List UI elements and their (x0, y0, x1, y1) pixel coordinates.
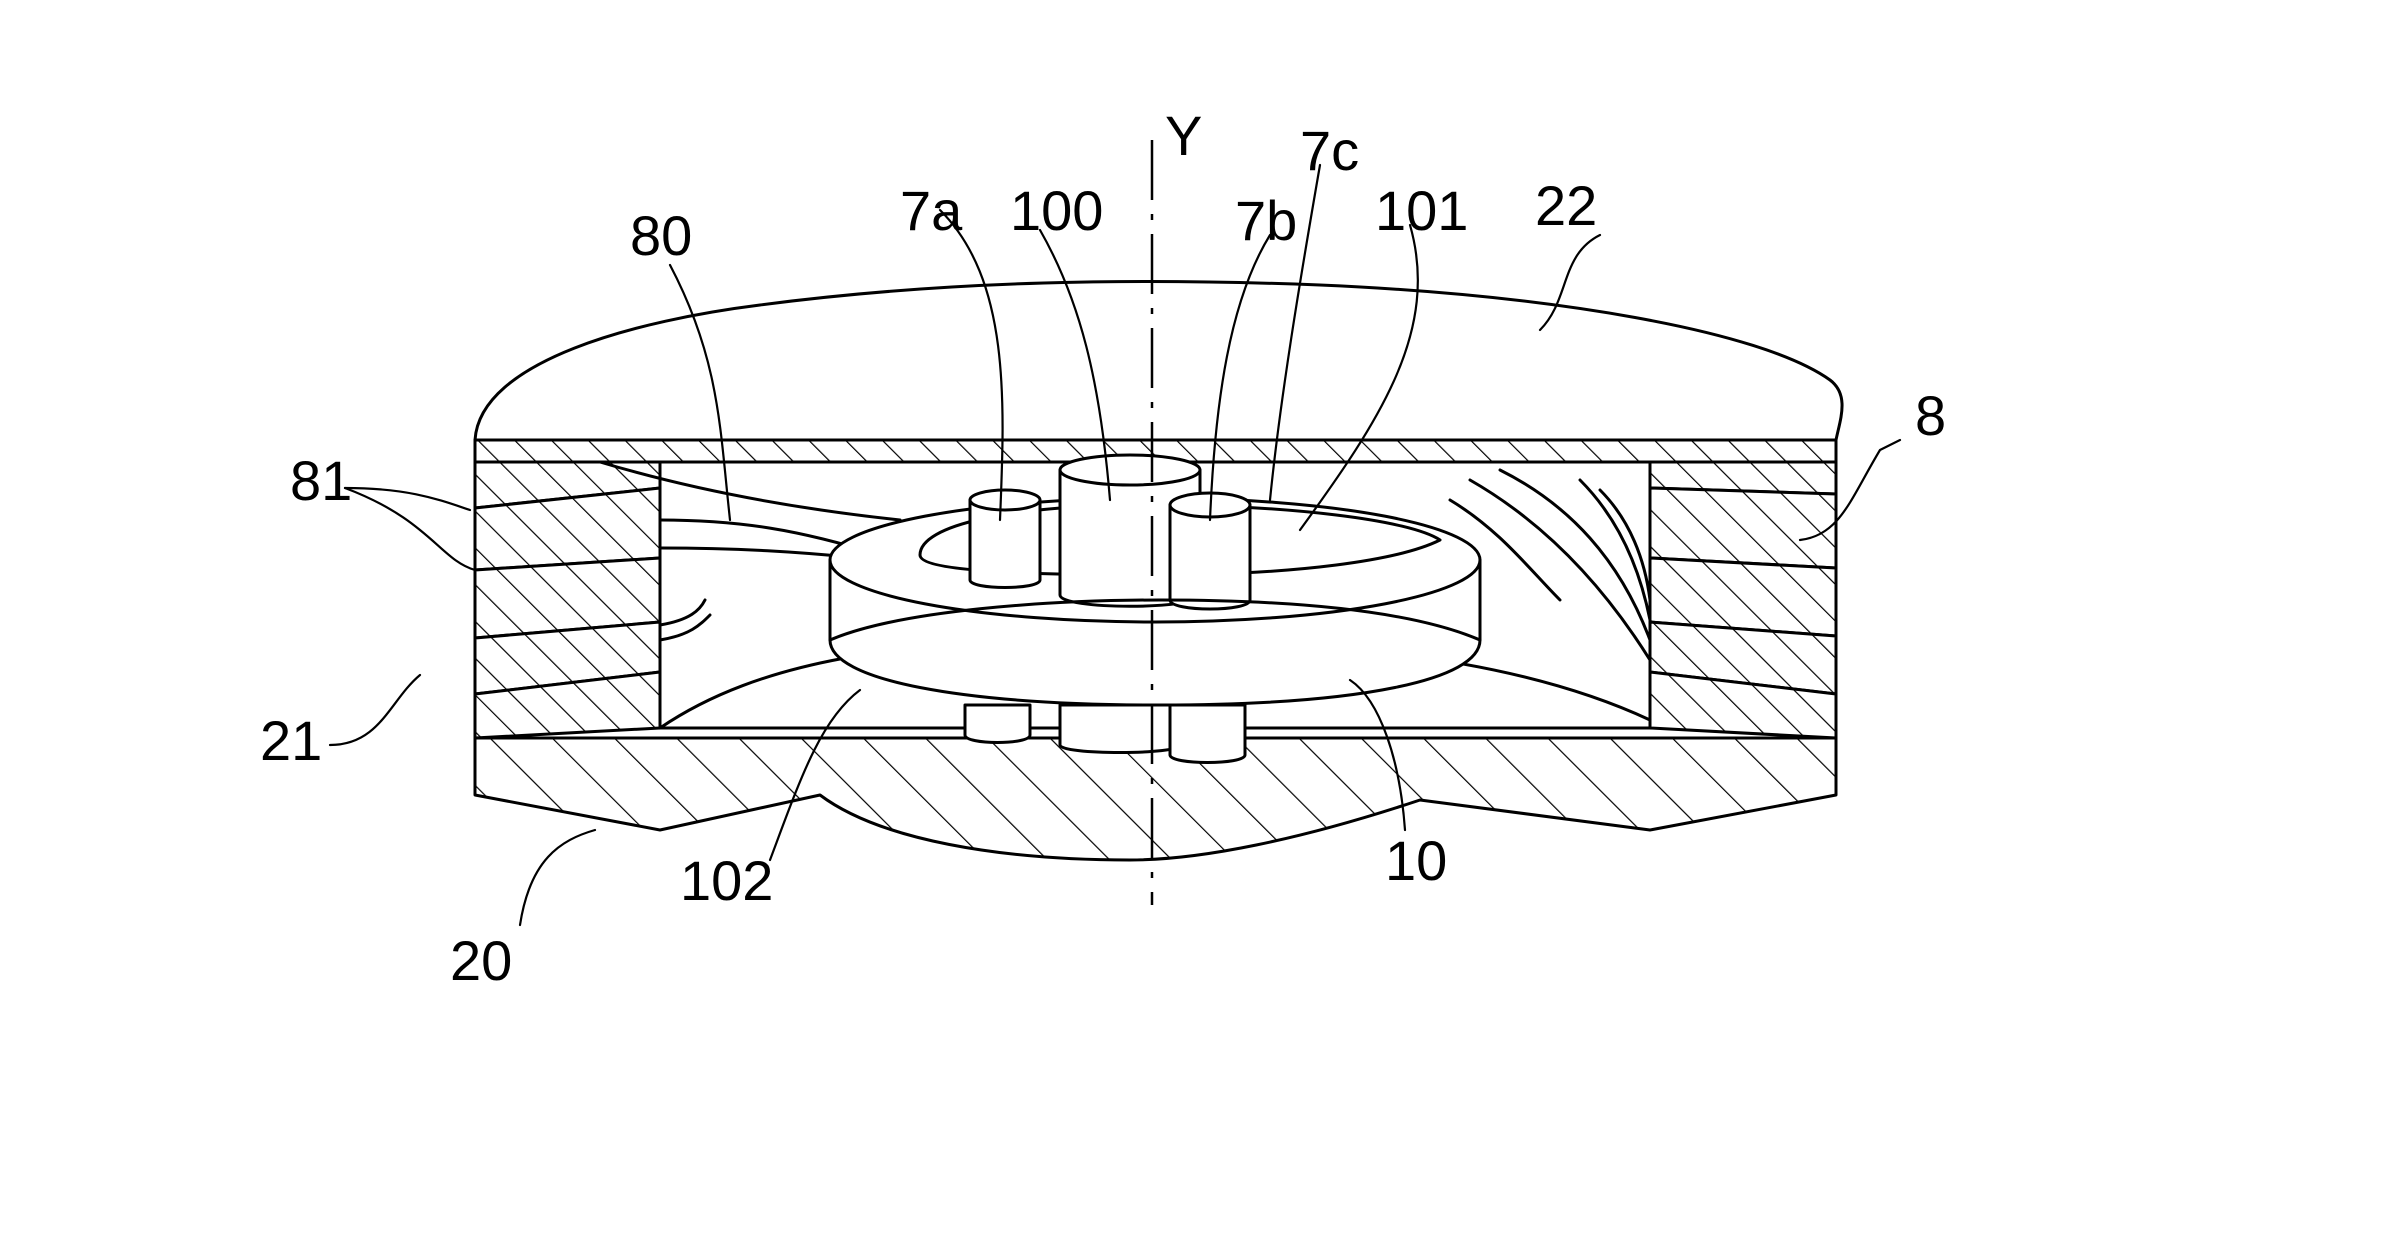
label-102: 102 (680, 849, 773, 912)
leader-81b (345, 488, 475, 570)
right-layer-2 (1650, 488, 1836, 568)
leader-81a (345, 488, 470, 510)
label-7b: 7b (1235, 189, 1297, 252)
center-post-top (1060, 455, 1200, 485)
label-22: 22 (1535, 174, 1597, 237)
leader-20 (520, 830, 595, 925)
label-8: 8 (1915, 384, 1946, 447)
leader-21 (330, 675, 420, 745)
base (475, 738, 1836, 860)
center-post-lower (1060, 705, 1180, 753)
label-7c: 7c (1300, 119, 1359, 182)
shaft-7a-lower (965, 705, 1030, 743)
shaft-7a (970, 500, 1040, 588)
label-20: 20 (450, 929, 512, 992)
label-80: 80 (630, 204, 692, 267)
shaft-7a-top (970, 490, 1040, 510)
label-10: 10 (1385, 829, 1447, 892)
cover-dome (475, 282, 1842, 440)
label-21: 21 (260, 709, 322, 772)
label-100: 100 (1010, 179, 1103, 242)
shaft-7b-lower (1170, 705, 1245, 763)
label-101: 101 (1375, 179, 1468, 242)
label-7a: 7a (900, 179, 963, 242)
label-81: 81 (290, 449, 352, 512)
label-axis-y: Y (1165, 104, 1202, 167)
